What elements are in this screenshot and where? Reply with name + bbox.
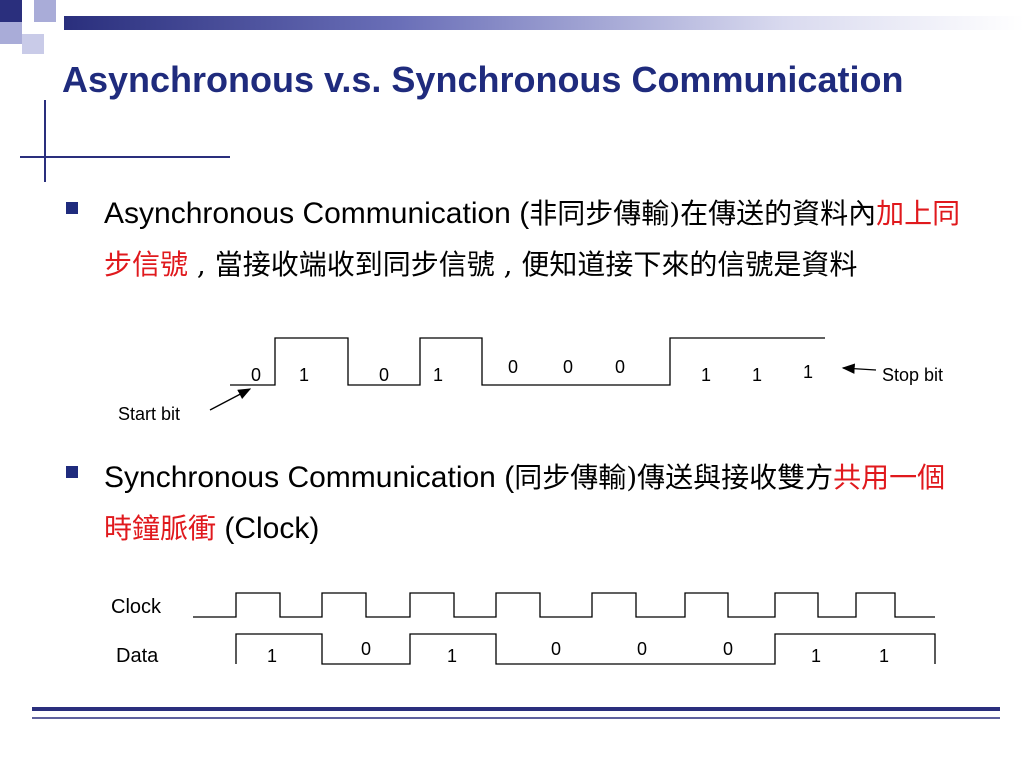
bullet-async-text: Asynchronous Communication (非同步傳輸)在傳送的資料… [66,188,966,290]
bullet-async-highlight: 加上同步信號 [104,197,961,281]
async-bit: 0 [563,357,573,377]
corner-square-lavender [34,0,56,22]
sync-data-bit: 1 [267,646,277,666]
sync-data-bit: 0 [637,639,647,659]
sync-data-bit: 0 [551,639,561,659]
bullet-sync-highlight: 共用一個時鐘脈衝 [104,461,946,545]
async-bit: 0 [251,365,261,385]
bullet-sync: Synchronous Communication (同步傳輸)傳送與接收雙方共… [66,452,966,554]
clock-waveform [193,592,935,618]
sync-data-bit-labels: 1 0 1 0 0 0 1 1 [267,639,889,666]
corner-square-lavender [0,22,22,44]
async-bit: 1 [752,365,762,385]
async-bit: 0 [379,365,389,385]
async-bit: 1 [803,362,813,382]
slide-title: Asynchronous v.s. Synchronous Communicat… [62,59,904,100]
async-bit-labels: 0 1 0 1 0 0 0 1 1 1 [251,357,813,385]
sync-data-bit: 1 [879,646,889,666]
bullet-sync-en: Synchronous Communication ( [104,461,515,494]
async-bit: 0 [508,357,518,377]
start-bit-arrow-icon [209,388,252,411]
bullet-sync-text: Synchronous Communication (同步傳輸)傳送與接收雙方共… [66,452,966,554]
bullet-sync-rest: (Clock) [216,512,320,545]
sync-clock: Clock [111,592,935,618]
corner-square-lavender [22,34,44,54]
data-waveform [235,633,936,665]
stop-bit-arrow-icon [841,363,877,374]
async-bit: 0 [615,357,625,377]
bullet-async-zh1: 非同步傳輸 [529,197,670,230]
bullet-sync-zh1: 同步傳輸 [514,461,627,494]
bullet-sync-zh2: )傳送與接收雙方 [626,461,834,494]
bullet-async-zh2: )在傳送的資料內 [669,197,877,230]
async-bit: 1 [433,365,443,385]
bullet-async-rest: , 當接收端收到同步信號 , 便知道接下來的信號是資料 [188,248,858,281]
sync-data-bit: 0 [723,639,733,659]
start-bit-label: Start bit [118,404,180,424]
bullet-async: Asynchronous Communication (非同步傳輸)在傳送的資料… [66,188,966,290]
sync-data-bit: 0 [361,639,371,659]
bullet-square-icon [66,202,78,214]
async-bit: 1 [701,365,711,385]
async-bit: 1 [299,365,309,385]
async-waveform: 0 1 0 1 0 0 0 1 1 1 Start bit Stop bit [118,337,943,424]
data-label: Data [116,645,159,667]
bullet-square-icon [66,466,78,478]
title-underline [20,156,230,158]
bullet-async-en: Asynchronous Communication ( [104,197,530,230]
clock-label: Clock [111,596,162,618]
stop-bit-label: Stop bit [882,365,943,385]
sync-data-bit: 1 [447,646,457,666]
title-vertical-rule [44,100,46,182]
corner-square-navy [0,0,22,22]
header-gradient-bar [64,16,1024,30]
sync-data-bit: 1 [811,646,821,666]
sync-data: Data 1 0 1 0 0 0 1 1 [116,633,936,667]
